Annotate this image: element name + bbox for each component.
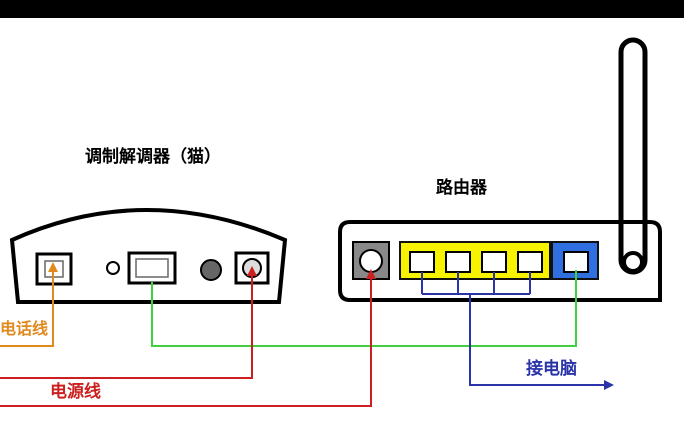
router-wan-port xyxy=(563,251,589,273)
power-line-label: 电源线 xyxy=(50,381,101,402)
ethernet-wan-cable xyxy=(151,270,577,347)
to-computer-label: 接电脑 xyxy=(526,358,577,379)
router-power-cable xyxy=(0,269,376,407)
modem-indicator-hole xyxy=(106,261,120,275)
router-lan-port-1 xyxy=(409,251,435,273)
router-lan-port-4 xyxy=(517,251,543,273)
router-label: 路由器 xyxy=(436,177,488,198)
router-lan-port-3 xyxy=(481,251,507,273)
phone-line-label: 电话线 xyxy=(0,319,48,338)
modem-label: 调制解调器（猫） xyxy=(85,146,221,167)
router-lan-port-2 xyxy=(445,251,471,273)
modem-power-cable xyxy=(0,266,257,379)
router-antenna xyxy=(618,37,648,275)
router-body xyxy=(338,220,662,302)
phone-line-cable xyxy=(0,262,58,347)
lan-cables xyxy=(421,272,614,390)
top-black-bar xyxy=(0,0,684,18)
modem-power-button xyxy=(200,259,222,281)
